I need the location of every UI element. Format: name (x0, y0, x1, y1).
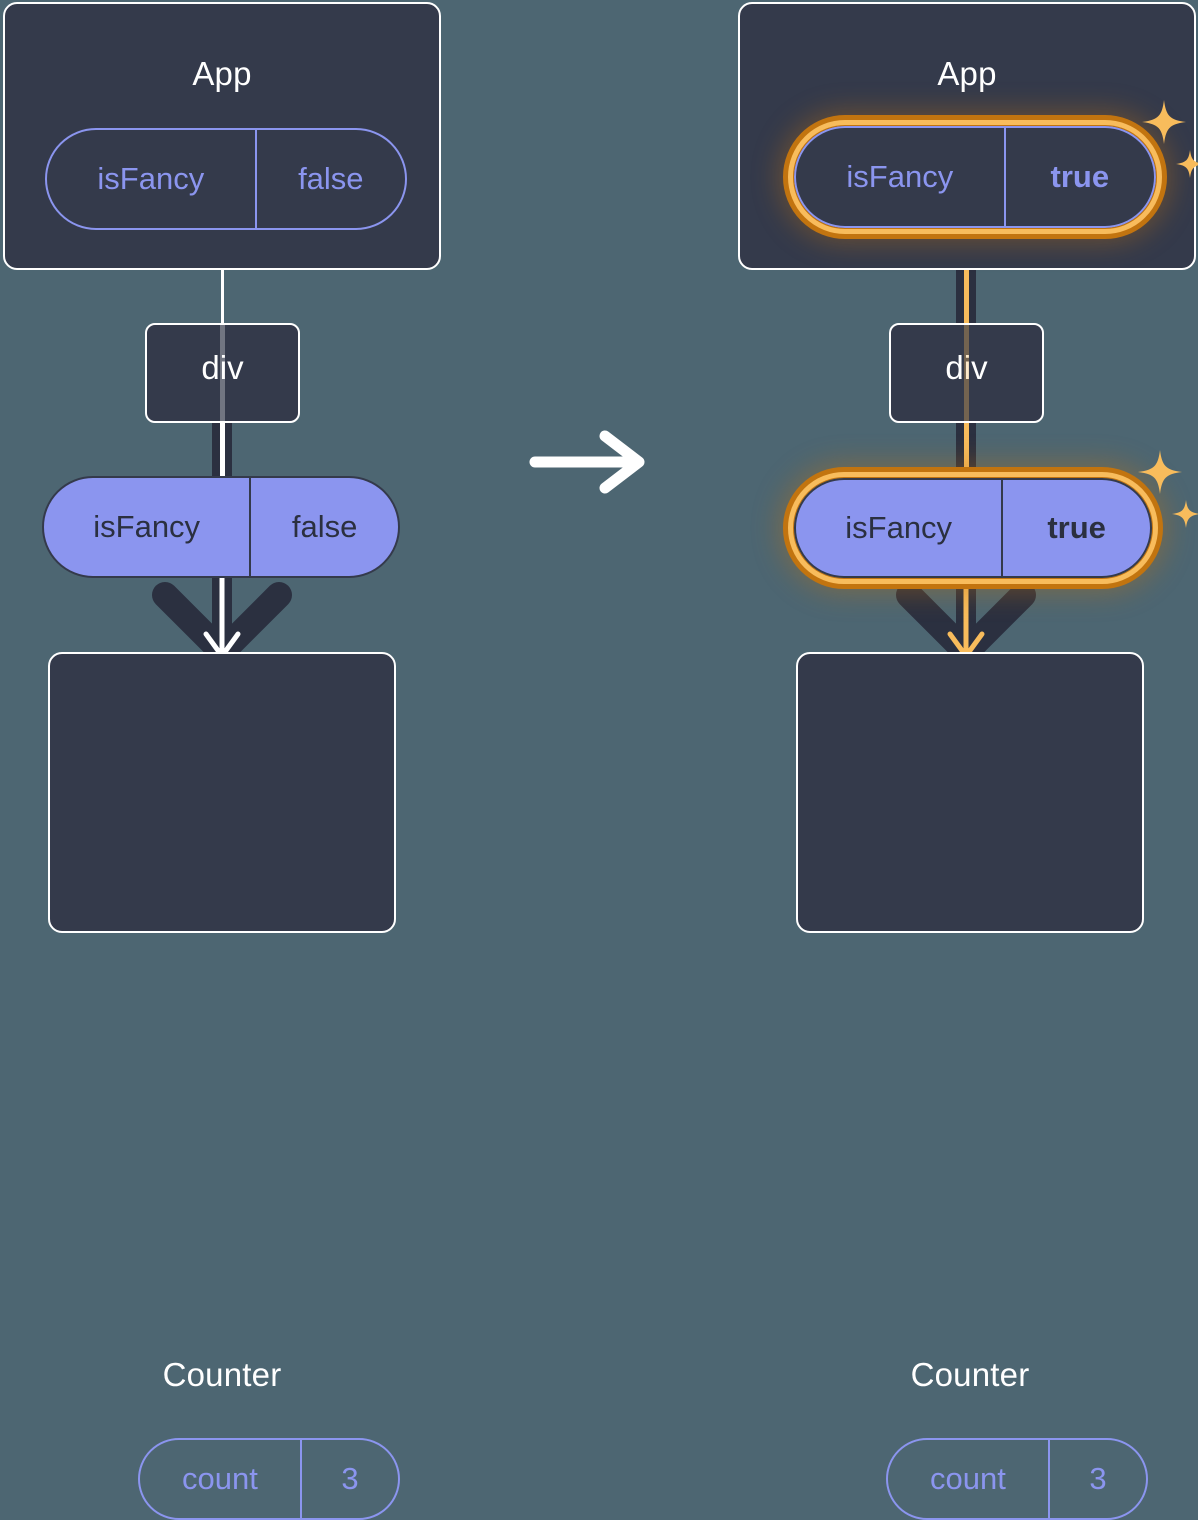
connector-div-to-prop-stripe (219, 420, 225, 480)
state-pill-isfancy[interactable]: isFancy true (794, 126, 1156, 228)
state-pill-key: isFancy (97, 161, 205, 196)
prop-pill-key: isFancy (845, 510, 953, 545)
prop-pill-isfancy[interactable]: isFancy true (794, 478, 1152, 578)
prop-pill-value: true (1001, 480, 1150, 576)
app-title: App (192, 55, 252, 92)
arrow-right-icon (529, 430, 645, 494)
connector-through-div (219, 325, 225, 421)
div-label: div (201, 349, 244, 386)
prop-pill-value: false (249, 478, 398, 576)
element-box-div[interactable]: div (889, 323, 1044, 423)
state-pill-key: count (930, 1461, 1006, 1496)
state-pill-value: false (254, 130, 405, 228)
app-title: App (937, 55, 997, 92)
state-pill-value: 3 (299, 1440, 398, 1518)
div-label: div (945, 349, 988, 386)
panel-before: App isFancy false div isFancy false Coun… (0, 0, 452, 1520)
element-box-div[interactable]: div (145, 323, 300, 423)
connector-div-to-prop-stripe (963, 420, 969, 480)
sparkle-icon-prop (1138, 450, 1198, 528)
counter-title: Counter (162, 1356, 282, 1393)
state-pill-isfancy[interactable]: isFancy false (45, 128, 407, 230)
state-pill-value: true (1003, 128, 1154, 226)
prop-pill-key: isFancy (93, 509, 201, 544)
connector-through-div (963, 325, 969, 421)
state-pill-key: isFancy (846, 159, 954, 194)
counter-title: Counter (910, 1356, 1030, 1393)
component-box-counter[interactable]: Counter count 3 (796, 652, 1148, 1520)
state-pill-key: count (182, 1461, 258, 1496)
state-pill-count[interactable]: count 3 (886, 1438, 1148, 1520)
state-pill-count[interactable]: count 3 (138, 1438, 400, 1520)
component-box-app[interactable]: App isFancy false (3, 2, 441, 270)
connector-app-to-div-stripe (963, 220, 969, 326)
connector-app-to-div (221, 268, 224, 325)
sparkle-icon-app (1142, 100, 1198, 178)
panel-after: App isFancy true div isFancy true (738, 0, 1198, 1520)
state-pill-value: 3 (1047, 1440, 1146, 1518)
component-box-counter[interactable]: Counter count 3 (48, 652, 400, 1520)
prop-pill-isfancy[interactable]: isFancy false (42, 476, 400, 578)
